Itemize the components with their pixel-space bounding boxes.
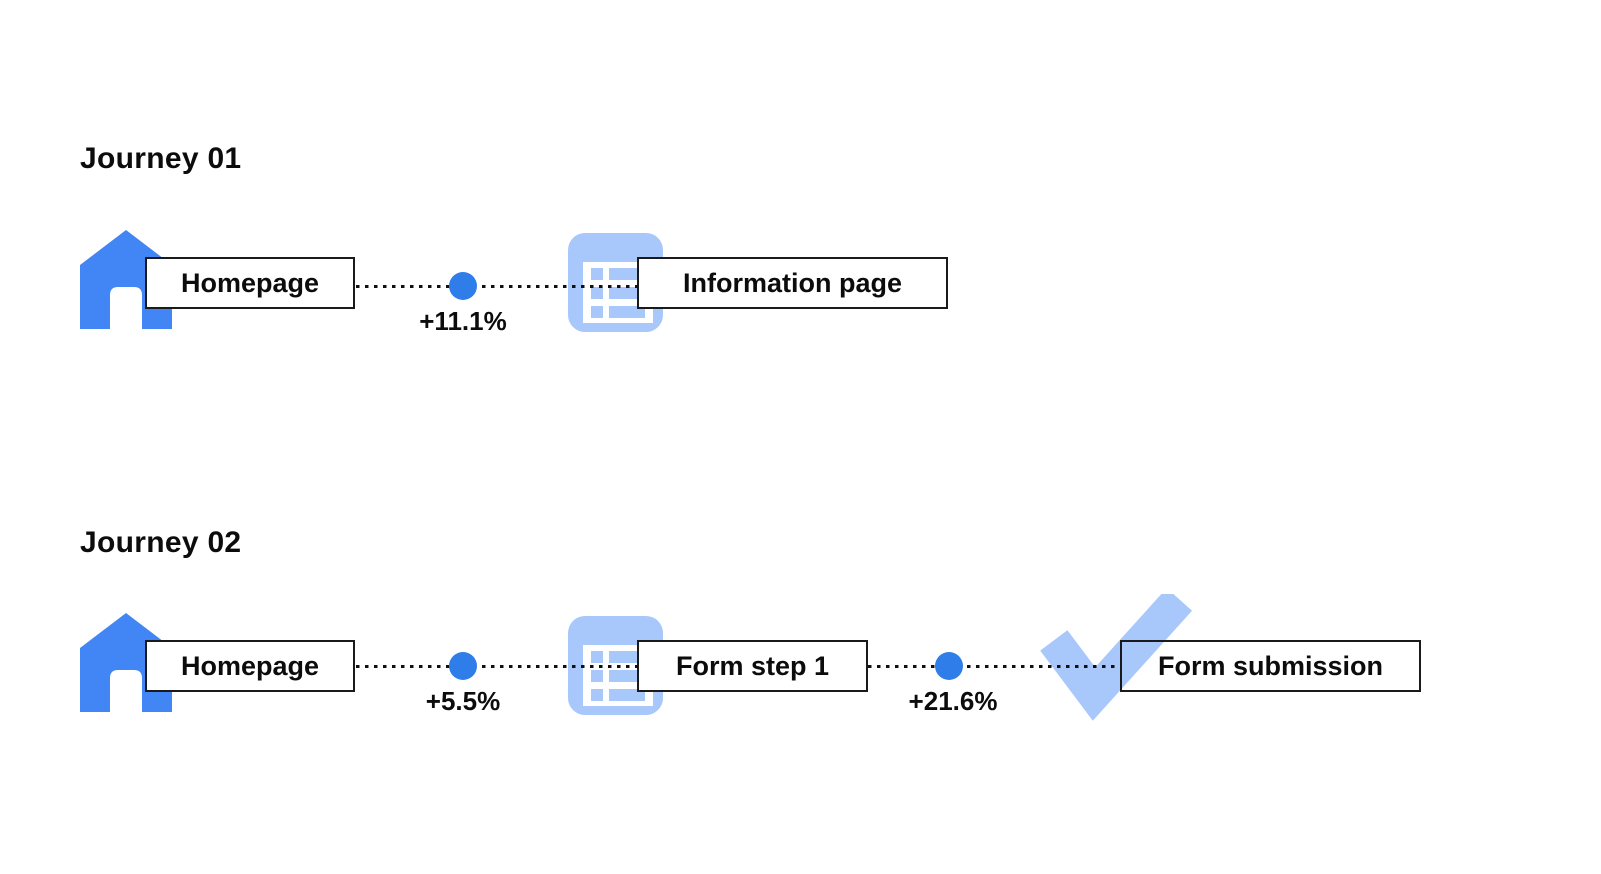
list-row [591,688,645,701]
node-label: Homepage [180,650,320,681]
list-row [591,669,645,682]
node-information-page: Information page [637,257,948,309]
journey-01-title: Journey 01 [80,142,242,175]
list-bar [609,286,645,299]
node-label: Homepage [180,267,320,298]
list-bullet [591,669,603,682]
list-row [591,305,645,318]
node-homepage-journey2: Homepage [145,640,355,692]
list-bullet [591,286,603,299]
connector-line [356,665,638,668]
list-row [591,286,645,299]
connector-line [868,665,1118,668]
transition-dot [935,652,963,680]
transition-delta: +11.1% [419,306,507,336]
node-label: Form submission [1157,650,1384,681]
transition-dot [449,652,477,680]
list-bar [609,305,645,318]
node-form-submission: Form submission [1120,640,1421,692]
list-bar [609,267,645,280]
list-row [591,650,645,663]
connector-line [356,285,638,288]
transition-dot [449,272,477,300]
list-bullet [591,267,603,280]
journey-02-title: Journey 02 [80,526,242,559]
list-row [591,267,645,280]
list-bullet [591,688,603,701]
list-bar [609,650,645,663]
node-label: Information page [682,267,902,298]
node-homepage-journey1: Homepage [145,257,355,309]
list-bullet [591,305,603,318]
transition-delta: +21.6% [908,686,998,716]
transition-delta: +5.5% [425,686,501,716]
list-bar [609,688,645,701]
node-form-step-1: Form step 1 [637,640,868,692]
list-bullet [591,650,603,663]
node-label: Form step 1 [675,650,830,681]
information-page-icon-panel [583,262,653,323]
list-bar [609,669,645,682]
